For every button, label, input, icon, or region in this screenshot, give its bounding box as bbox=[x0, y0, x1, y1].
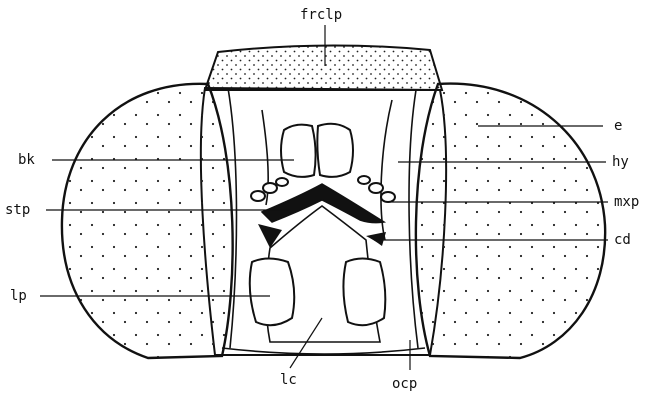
right-labial-palp bbox=[343, 259, 385, 326]
right-compound-eye bbox=[416, 84, 605, 358]
label-lc: lc bbox=[280, 372, 297, 388]
left-labial-palp bbox=[250, 259, 295, 326]
label-bk: bk bbox=[18, 152, 35, 168]
label-stp: stp bbox=[5, 202, 30, 218]
right-beak-segment bbox=[317, 124, 353, 177]
label-e: e bbox=[614, 118, 622, 134]
label-lp: lp bbox=[10, 288, 27, 304]
label-ocp: ocp bbox=[392, 376, 417, 392]
label-frclp: frclp bbox=[300, 7, 342, 23]
frontoclypeus-plate bbox=[205, 45, 442, 90]
label-cd: cd bbox=[614, 232, 631, 248]
label-mxp: mxp bbox=[614, 194, 639, 210]
label-hy: hy bbox=[612, 154, 629, 170]
left-compound-eye bbox=[62, 84, 233, 358]
left-beak-segment bbox=[281, 125, 316, 177]
